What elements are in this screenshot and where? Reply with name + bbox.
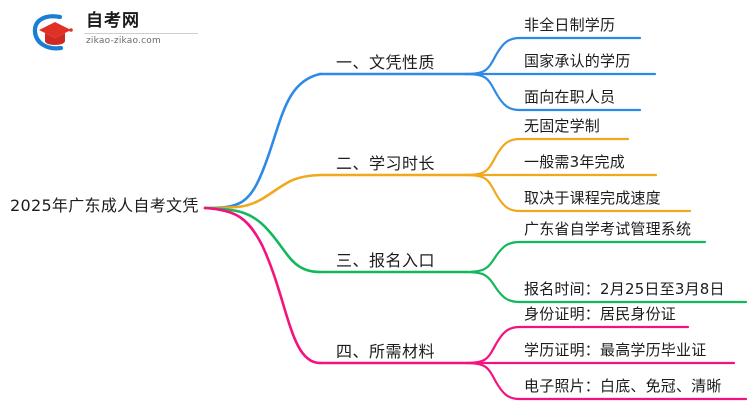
wire-root-to-branch-3 (203, 206, 322, 274)
wire-root-to-branch-1 (203, 72, 322, 210)
leaf-label-4-3: 电子照片：白底、免冠、清晰 (524, 377, 722, 395)
branch-label-1: 一、文凭性质 (336, 53, 436, 72)
leaf-label-4-2: 学历证明：最高学历毕业证 (524, 341, 707, 359)
logo-text-block: 自考网 zikao-zikao.com (84, 11, 200, 47)
leaf-label-1-3: 面向在职人员 (524, 88, 616, 106)
wire-branch-3-leaf-2 (464, 270, 522, 304)
leaf-label-3-2: 报名时间：2月25日至3月8日 (524, 280, 725, 298)
logo-site-name: 自考网 (86, 11, 140, 31)
leaf-label-3-1: 广东省自学考试管理系统 (524, 220, 692, 238)
branch-label-3: 三、报名入口 (336, 251, 436, 270)
wire-branch-1-leaf-3 (464, 72, 522, 112)
mindmap-root-node: 2025年广东成人自考文凭 (10, 196, 199, 215)
leaf-label-1-2: 国家承认的学历 (524, 52, 631, 70)
logo-divider (84, 33, 198, 34)
logo-site-url: zikao-zikao.com (86, 36, 161, 46)
leaf-label-2-2: 一般需3年完成 (524, 153, 625, 171)
wire-branch-1-leaf-1 (464, 36, 522, 76)
graduation-cap-icon (32, 14, 73, 51)
site-logo: 自考网 zikao-zikao.com (32, 10, 202, 56)
leaf-label-1-1: 非全日制学历 (524, 16, 616, 34)
branch-label-4: 四、所需材料 (336, 342, 436, 361)
wire-root-to-branch-2 (203, 173, 322, 210)
wire-branch-3-leaf-1 (464, 240, 522, 274)
leaf-label-2-1: 无固定学制 (524, 117, 601, 135)
branch-label-2: 二、学习时长 (336, 154, 436, 173)
leaf-label-2-3: 取决于课程完成速度 (524, 189, 661, 207)
leaf-label-4-1: 身份证明：居民身份证 (524, 305, 677, 323)
wire-root-to-branch-4 (203, 206, 322, 365)
wire-branch-4-leaf-1 (464, 325, 522, 365)
wire-branch-2-leaf-3 (464, 173, 522, 213)
wire-branch-4-leaf-3 (464, 361, 522, 401)
wire-branch-2-leaf-1 (464, 137, 522, 177)
